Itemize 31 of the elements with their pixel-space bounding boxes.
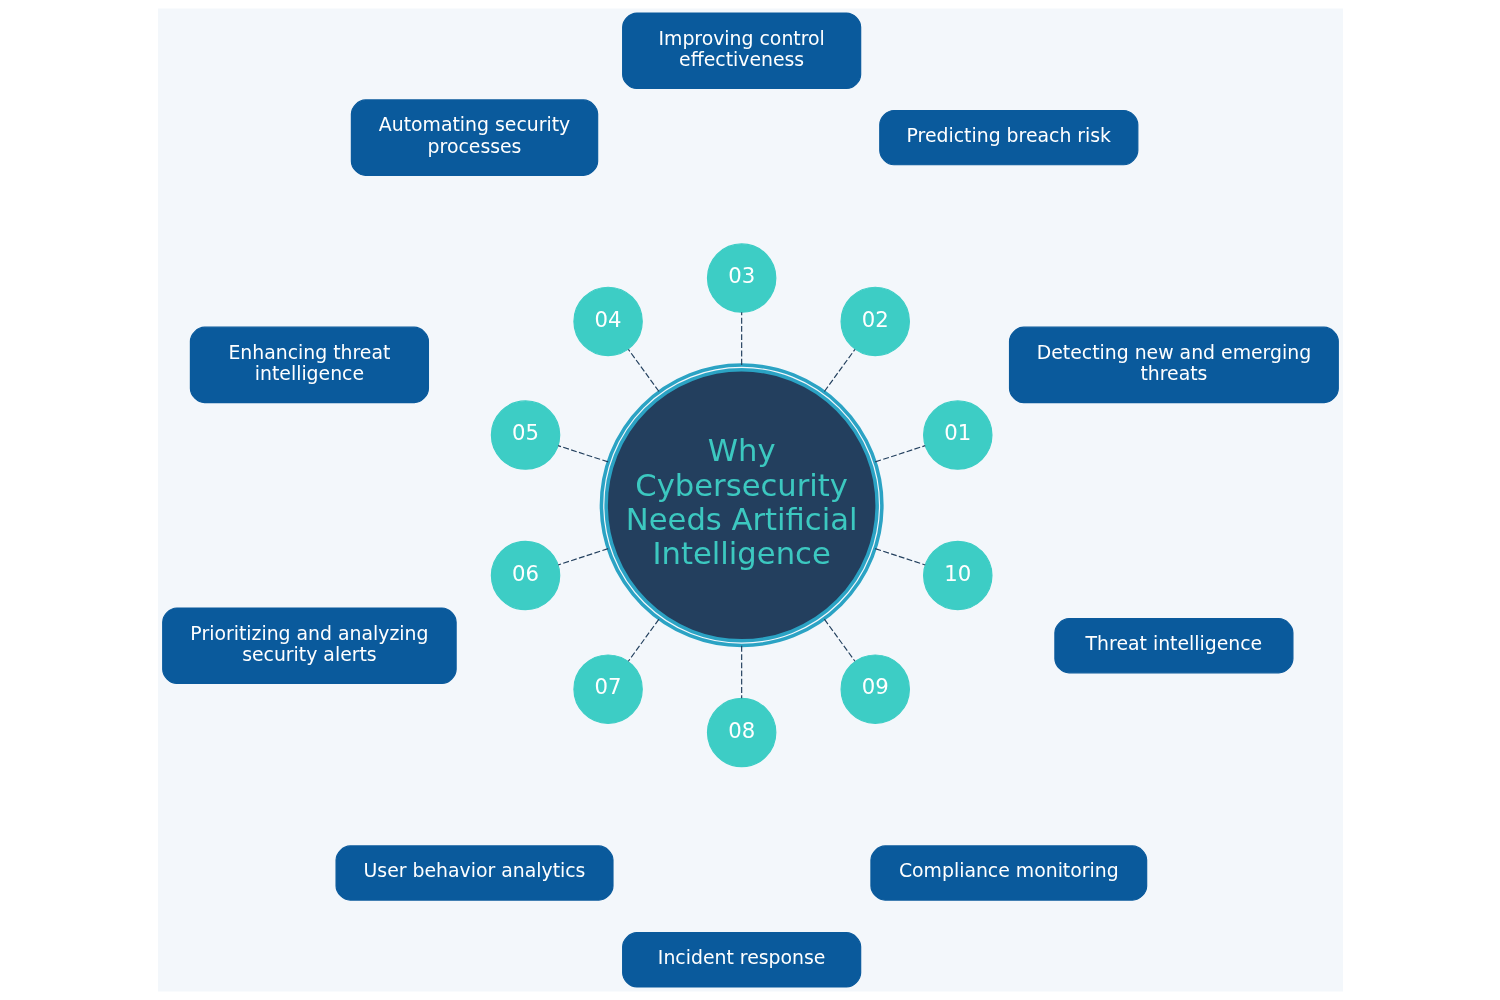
connector — [823, 348, 856, 393]
node-box: Enhancing threat intelligence — [189, 326, 429, 404]
connector — [874, 548, 926, 566]
node-circle: 08 — [706, 697, 776, 768]
node-box: Incident response — [621, 932, 861, 988]
node-circle: 09 — [839, 654, 910, 724]
node-circle: 01 — [922, 400, 993, 470]
node-box: Automating security processes — [350, 99, 598, 176]
node-box: Predicting breach risk — [878, 109, 1138, 166]
node-circle: 02 — [839, 286, 910, 357]
node-box: Improving control effectiveness — [621, 12, 861, 90]
connector — [740, 311, 742, 366]
node-circle: 06 — [490, 540, 560, 611]
node-box: User behavior analytics — [334, 845, 614, 901]
node-circle: 04 — [572, 286, 643, 357]
connector — [627, 618, 660, 662]
node-circle: 07 — [572, 654, 643, 724]
node-circle: Why Cybersecurity Needs Artificial Intelligence — [599, 363, 884, 648]
connector — [557, 548, 609, 566]
connector — [874, 445, 926, 463]
connector — [627, 348, 660, 393]
node-box: Compliance monitoring — [869, 845, 1147, 901]
node-box: Threat intelligence — [1053, 618, 1293, 674]
connector — [557, 445, 609, 463]
connector — [740, 645, 742, 699]
node-box: Detecting new and emerging threats — [1008, 326, 1339, 404]
node-circle: 03 — [706, 243, 776, 313]
node-box: Prioritizing and analyzing security alerts — [161, 607, 457, 685]
node-circle: 10 — [922, 540, 993, 611]
connector — [823, 618, 856, 662]
node-circle: 05 — [490, 400, 560, 470]
